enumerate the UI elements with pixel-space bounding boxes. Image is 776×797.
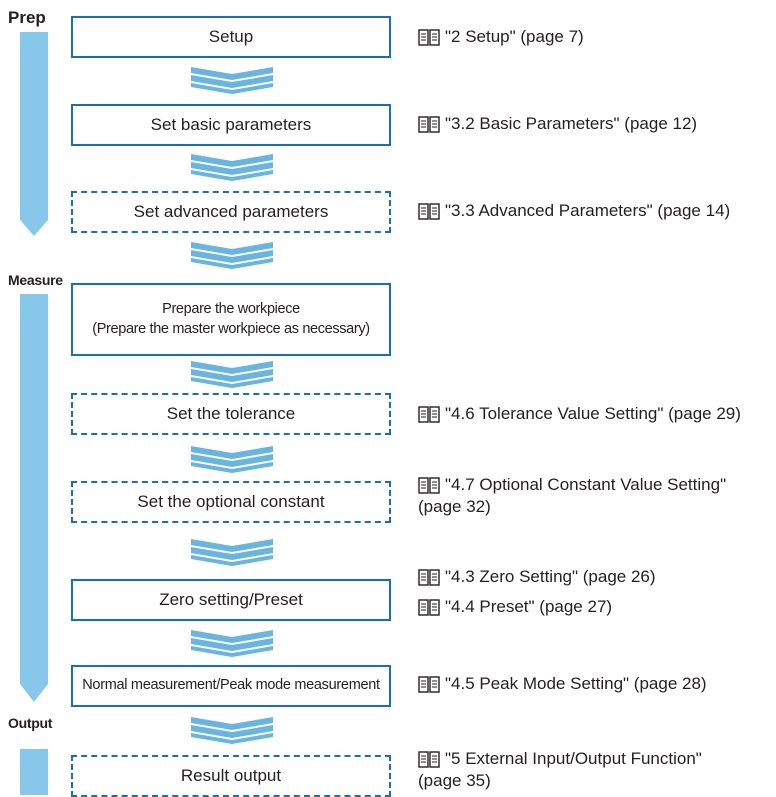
book-icon [418, 202, 440, 220]
flow-arrow-1 [191, 67, 273, 94]
book-icon [418, 476, 440, 494]
book-icon [418, 405, 440, 423]
reference-external-io[interactable]: "5 External Input/Output Function" (page… [418, 748, 776, 792]
reference-preset-text: "4.4 Preset" (page 27) [445, 597, 613, 616]
book-icon [418, 675, 440, 693]
book-icon [418, 598, 440, 616]
phase-label-prep: Prep [8, 8, 46, 27]
reference-peak-mode-text: "4.5 Peak Mode Setting" (page 28) [445, 674, 707, 693]
reference-tolerance-text: "4.6 Tolerance Value Setting" (page 29) [445, 404, 741, 423]
step-result-output-label: Result output [180, 765, 282, 785]
step-measurement-label: Normal measurement/Peak mode measurement [82, 677, 380, 694]
flow-arrow-6 [191, 539, 273, 566]
reference-basic-parameters[interactable]: "3.2 Basic Parameters" (page 12) [418, 113, 697, 135]
step-tolerance: Set the tolerance [71, 393, 391, 435]
reference-basic-parameters-text: "3.2 Basic Parameters" (page 12) [445, 114, 698, 133]
flow-arrow-4 [191, 361, 273, 388]
step-basic-parameters: Set basic parameters [71, 104, 391, 146]
flow-arrow-3 [191, 242, 273, 269]
flow-arrow-5 [191, 446, 273, 473]
output-phase-bar [20, 749, 48, 795]
step-prepare-workpiece: Prepare the workpiece (Prepare the maste… [71, 283, 391, 356]
step-setup-label: Setup [208, 26, 254, 46]
step-prepare-workpiece-line1: Prepare the workpiece [162, 300, 300, 317]
reference-tolerance[interactable]: "4.6 Tolerance Value Setting" (page 29) [418, 403, 741, 425]
prep-phase-arrow [20, 32, 48, 236]
step-advanced-parameters: Set advanced parameters [71, 191, 391, 233]
step-zero-preset: Zero setting/Preset [71, 579, 391, 621]
step-result-output: Result output [71, 755, 391, 797]
book-icon [418, 28, 440, 46]
reference-advanced-parameters-text: "3.3 Advanced Parameters" (page 14) [445, 201, 731, 220]
reference-optional-constant-line2: (page 32) [418, 497, 491, 517]
step-setup: Setup [71, 16, 391, 58]
reference-advanced-parameters[interactable]: "3.3 Advanced Parameters" (page 14) [418, 200, 730, 222]
flow-arrow-2 [191, 154, 273, 181]
reference-optional-constant-line1: "4.7 Optional Constant Value Setting" [445, 475, 727, 494]
phase-label-output: Output [8, 715, 53, 731]
reference-optional-constant[interactable]: "4.7 Optional Constant Value Setting" (p… [418, 474, 776, 518]
reference-external-io-line2: (page 35) [418, 771, 491, 791]
book-icon [418, 568, 440, 586]
step-zero-preset-label: Zero setting/Preset [159, 589, 303, 609]
reference-peak-mode[interactable]: "4.5 Peak Mode Setting" (page 28) [418, 673, 707, 695]
step-optional-constant-label: Set the optional constant [137, 491, 325, 511]
reference-zero-setting[interactable]: "4.3 Zero Setting" (page 26) [418, 566, 656, 588]
book-icon [418, 750, 440, 768]
flow-arrow-8 [191, 717, 273, 744]
reference-zero-setting-text: "4.3 Zero Setting" (page 26) [445, 567, 656, 586]
measure-phase-arrow [20, 294, 48, 702]
step-measurement: Normal measurement/Peak mode measurement [71, 665, 391, 707]
phase-label-measure: Measure [8, 272, 63, 288]
step-tolerance-label: Set the tolerance [166, 403, 296, 423]
step-optional-constant: Set the optional constant [71, 481, 391, 523]
reference-preset[interactable]: "4.4 Preset" (page 27) [418, 596, 612, 618]
reference-setup[interactable]: "2 Setup" (page 7) [418, 26, 584, 48]
reference-setup-text: "2 Setup" (page 7) [445, 27, 584, 46]
book-icon [418, 115, 440, 133]
step-basic-parameters-label: Set basic parameters [150, 114, 312, 134]
reference-external-io-line1: "5 External Input/Output Function" [445, 749, 702, 768]
flow-arrow-7 [191, 630, 273, 657]
step-advanced-parameters-label: Set advanced parameters [133, 201, 329, 221]
step-prepare-workpiece-line2: (Prepare the master workpiece as necessa… [92, 320, 370, 337]
